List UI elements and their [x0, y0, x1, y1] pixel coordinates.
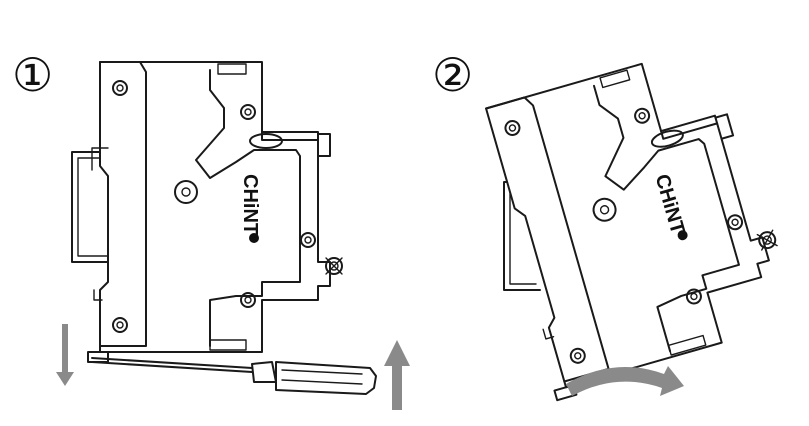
down-arrow-icon [56, 324, 74, 386]
step-1-figure: CHiNT [56, 61, 410, 410]
breaker-body [87, 61, 331, 363]
breaker-terminal-screw-icon [325, 257, 343, 275]
step-1-registered-mark-icon [249, 233, 259, 243]
rotate-arrow-icon [566, 366, 684, 396]
up-arrow-icon [384, 340, 410, 410]
step-1-number: ① [12, 48, 54, 102]
screwdriver-icon [91, 357, 377, 395]
step-1-brand-logo: CHiNT [239, 174, 261, 235]
step-2-figure: CHiNT [485, 62, 778, 402]
step-2-registered-mark-icon [677, 230, 688, 241]
step-2-number: ② [432, 48, 474, 102]
step-2-breaker-body: CHiNT [485, 62, 778, 402]
